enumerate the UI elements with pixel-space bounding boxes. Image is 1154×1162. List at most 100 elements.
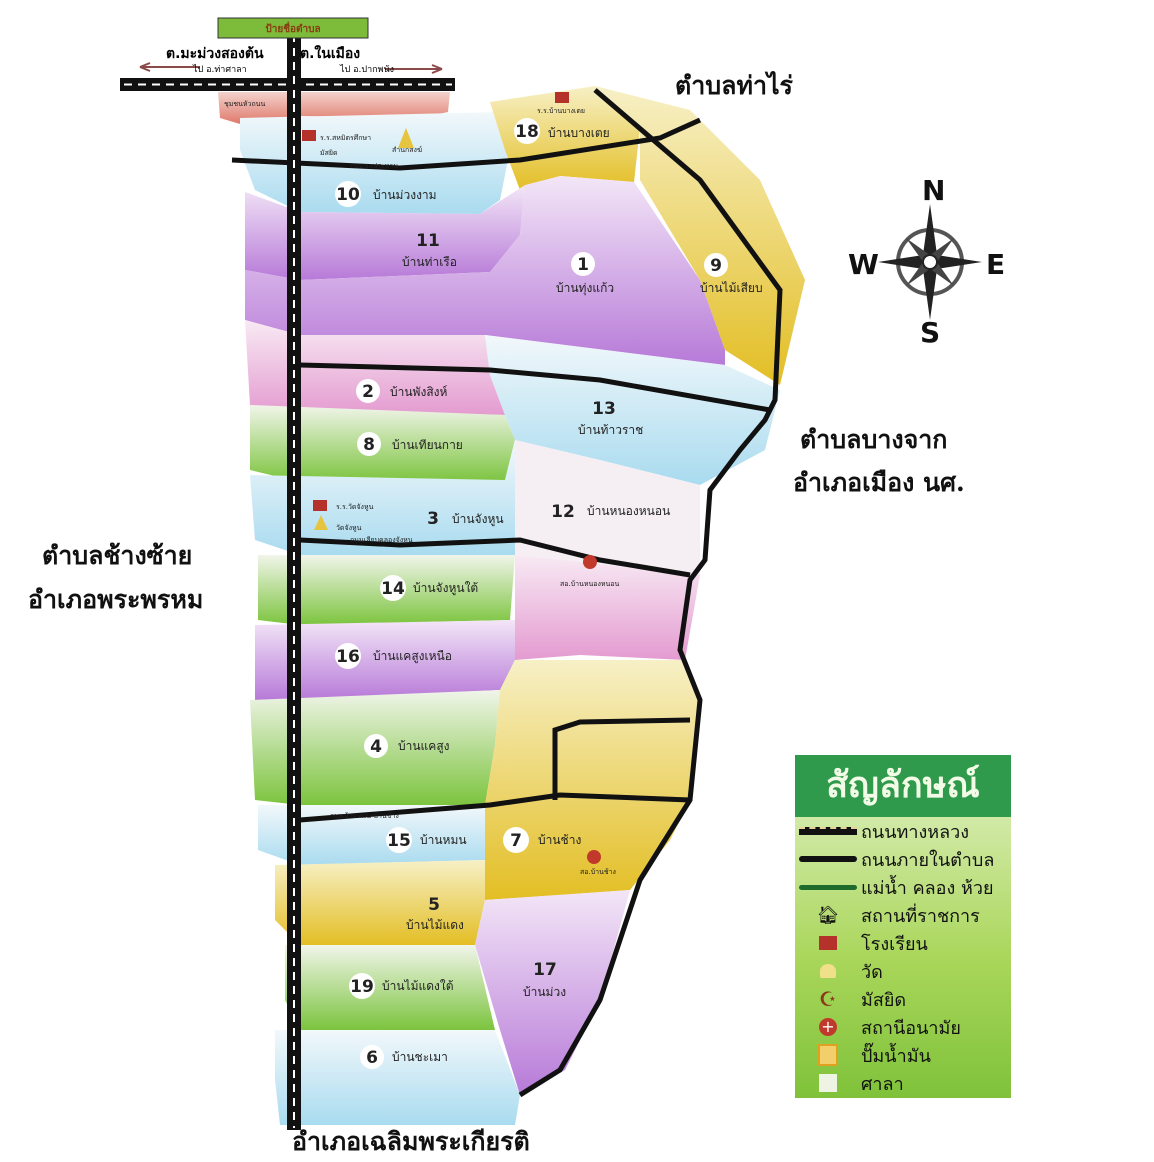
village-19: 19 บ้านไม้แดงใต้ <box>349 973 454 999</box>
health-station-icon <box>583 555 597 569</box>
svg-text:บ้านม่วงงาม: บ้านม่วงงาม <box>373 188 437 202</box>
monastery-label: สำนักสงฆ์ <box>392 146 422 154</box>
svg-text:12: 12 <box>551 502 575 522</box>
road-label: ถนนชลประทาน <box>350 162 398 170</box>
legend-item: ถนนภายในตำบล <box>795 845 1011 873</box>
temple-icon <box>795 964 861 978</box>
legend-item: 🏠︎สถานที่ราชการ <box>795 901 1011 929</box>
village-12: 12 บ้านหนองหนอน <box>551 502 670 522</box>
svg-text:15: 15 <box>387 831 411 851</box>
region-village-1 <box>245 176 725 365</box>
svg-text:14: 14 <box>381 579 405 599</box>
river-icon <box>795 884 861 890</box>
community-label: ชุมชนหัวถนน <box>224 100 265 108</box>
region-village-7 <box>485 660 700 900</box>
health-station-label: สอ.บ้านหนองหนอน <box>560 580 619 588</box>
school-icon <box>555 92 569 103</box>
government-office-icon: 🏠︎ <box>816 904 840 926</box>
village-16: 16 บ้านแคสูงเหนือ <box>335 643 452 669</box>
svg-text:16: 16 <box>336 647 360 667</box>
svg-text:บ้านไม้แดงใต้: บ้านไม้แดงใต้ <box>382 979 454 993</box>
right-subdistrict: ต.ในเมือง <box>300 44 360 62</box>
school-icon <box>313 500 327 511</box>
neighbor-mueang: อำเภอเมือง นศ. <box>793 468 965 497</box>
legend-title: สัญลักษณ์ <box>795 755 1011 817</box>
temple-icon <box>398 128 414 148</box>
neighbor-chaloem: อำเภอเฉลิมพระเกียรติ <box>292 1127 530 1156</box>
mosque-icon: ☪ <box>819 987 837 1011</box>
svg-text:17: 17 <box>533 960 557 980</box>
compass-east: E <box>986 248 1006 281</box>
region-village-16 <box>255 620 515 700</box>
village-1: 1บ้านทุ่งแก้ว <box>556 252 614 296</box>
svg-text:บ้านไม้แดง: บ้านไม้แดง <box>406 918 464 932</box>
mosque-label: มัสยิด <box>320 149 338 157</box>
subdistrict-sign-text: ป้ายชื่อตำบล <box>265 21 320 35</box>
svg-text:9: 9 <box>710 256 722 276</box>
right-direction: ไป อ.ปากพนัง <box>339 64 394 75</box>
road-label: ถนนเลียบคลองจังหูน <box>350 536 413 544</box>
highway-icon <box>795 827 861 835</box>
svg-text:บ้านบางเตย: บ้านบางเตย <box>548 126 610 140</box>
legend-item: ปั๊มน้ำมัน <box>795 1041 1011 1069</box>
legend-item: ☪มัสยิด <box>795 985 1011 1013</box>
svg-text:บ้านแคสูง: บ้านแคสูง <box>398 739 450 754</box>
svg-text:บ้านชะเมา: บ้านชะเมา <box>392 1050 448 1064</box>
compass-west: W <box>848 248 879 281</box>
left-subdistrict: ต.มะม่วงสองต้น <box>166 46 264 62</box>
svg-text:บ้านช้าง: บ้านช้าง <box>538 833 581 847</box>
village-11: 11 บ้านท่าเรือ <box>402 231 457 269</box>
region-village-5 <box>275 860 485 945</box>
pavilion-icon <box>795 1074 861 1092</box>
svg-text:บ้านทุ่งแก้ว: บ้านทุ่งแก้ว <box>556 281 614 296</box>
temple-icon <box>314 515 328 530</box>
legend: สัญลักษณ์ ถนนทางหลวง ถนนภายในตำบล แม่น้ำ… <box>795 755 1011 1098</box>
health-station-label: สอ.บ้านช้าง <box>580 868 616 876</box>
svg-text:บ้านท่าเรือ: บ้านท่าเรือ <box>402 255 457 269</box>
school-label: ร.ร.สหมิตรศึกษา <box>320 133 371 142</box>
svg-text:บ้านแคสูงเหนือ: บ้านแคสูงเหนือ <box>373 649 452 664</box>
left-direction: ไป อ.ท่าศาลา <box>192 64 247 75</box>
region-village-8 <box>250 405 515 482</box>
temple-label: วัดจังหูน <box>336 524 362 532</box>
legend-item: +สถานีอนามัย <box>795 1013 1011 1041</box>
svg-text:18: 18 <box>515 122 539 142</box>
village-5: 5บ้านไม้แดง <box>406 895 464 932</box>
region-village-12 <box>515 440 700 575</box>
village-9: 9 บ้านไม้เสียบ <box>700 253 763 295</box>
compass-north: N <box>922 174 946 207</box>
subdistrict-sign <box>217 17 369 39</box>
svg-text:2: 2 <box>362 382 374 402</box>
school-label: ร.ร.วัดจังหูน <box>336 503 374 511</box>
legend-item: ศาลา <box>795 1069 1011 1097</box>
svg-text:บ้านเทียนกาย: บ้านเทียนกาย <box>392 438 463 452</box>
svg-text:11: 11 <box>416 231 440 251</box>
school-icon <box>795 936 861 950</box>
svg-text:บ้านไม้เสียบ: บ้านไม้เสียบ <box>700 281 763 295</box>
road-label: ถนนบ้านหมน-บ้านช้าง <box>330 812 399 820</box>
local-roads <box>231 88 783 1098</box>
neighbor-phra-phrom: อำเภอพระพรหม <box>28 585 204 614</box>
village-18: 18 บ้านบางเตย <box>514 118 610 144</box>
svg-text:3: 3 <box>427 509 439 529</box>
legend-item: ถนนทางหลวง <box>795 817 1011 845</box>
svg-text:19: 19 <box>350 977 374 997</box>
legend-item: วัด <box>795 957 1011 985</box>
region-village-19 <box>285 945 495 1030</box>
region-village-9 <box>595 86 805 385</box>
compass-south: S <box>920 316 941 349</box>
svg-text:บ้านท้าวราช: บ้านท้าวราช <box>578 423 643 437</box>
svg-text:6: 6 <box>366 1048 378 1068</box>
school-label: ร.ร.บ้านบางเตย <box>537 107 585 115</box>
neighbor-tha-rai: ตำบลท่าไร่ <box>675 71 793 100</box>
svg-text:บ้านหนองหนอน: บ้านหนองหนอน <box>587 504 670 518</box>
health-station-icon: + <box>795 1018 861 1036</box>
